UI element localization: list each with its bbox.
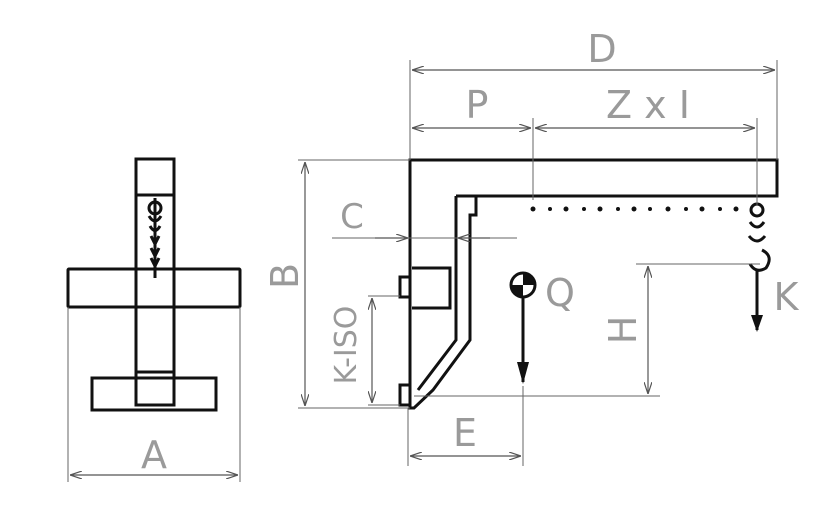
label-E: E xyxy=(453,411,477,455)
label-C: C xyxy=(340,197,364,237)
hook-positions xyxy=(530,206,739,212)
label-K-ISO: K-ISO xyxy=(329,306,364,385)
label-D: D xyxy=(587,27,616,71)
front-view: A xyxy=(66,157,242,482)
side-view: D P Z x I B C K-ISO E H Q K xyxy=(263,27,800,466)
front-base-plate xyxy=(90,376,218,412)
label-P: P xyxy=(466,83,489,127)
front-vertical-post xyxy=(134,157,176,407)
label-Q: Q xyxy=(545,271,575,315)
fork-pocket xyxy=(412,266,452,310)
label-H: H xyxy=(601,316,645,345)
label-K: K xyxy=(774,275,800,319)
jib-frame-outline xyxy=(408,158,779,410)
label-A: A xyxy=(141,433,167,477)
label-ZxI: Z x I xyxy=(606,83,690,127)
chain-hook-icon xyxy=(147,198,163,278)
center-of-gravity-icon xyxy=(509,271,537,384)
chain-hook-end-icon xyxy=(747,202,771,332)
label-B: B xyxy=(263,263,307,289)
